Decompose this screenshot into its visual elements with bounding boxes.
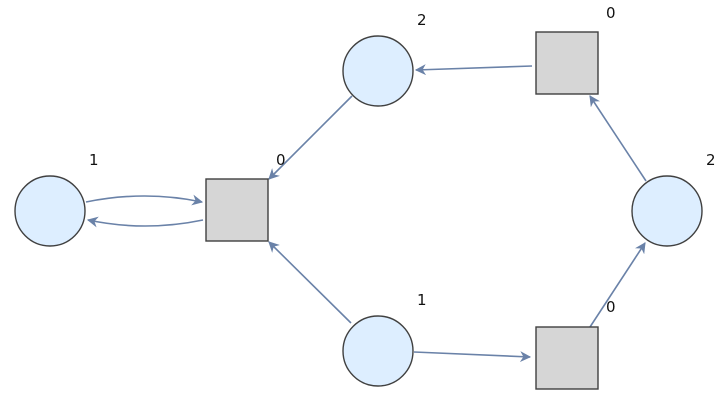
arc-top-right-transition-to-top-place (414, 64, 533, 76)
arc-right-place-to-top-right-transition (589, 95, 647, 182)
transition-top-right-label: 0 (606, 4, 616, 22)
transition-bottom-right-label: 0 (606, 298, 616, 316)
arc-bottom-place-to-bottom-right-transition (413, 351, 532, 363)
transition-bottom-right (535, 326, 599, 390)
arc-center-transition-to-left-place (86, 216, 204, 228)
place-top-label: 2 (417, 11, 427, 29)
transition-top-right (535, 31, 599, 95)
transition-center (205, 178, 269, 242)
arc-left-place-to-center-transition (85, 194, 204, 206)
place-bottom-label: 1 (417, 291, 427, 309)
arc-bottom-place-to-center-transition (268, 241, 352, 324)
arc-bottom-right-transition-to-right-place (589, 242, 646, 328)
place-right-label: 2 (706, 151, 716, 169)
place-top (342, 35, 414, 107)
place-right (631, 175, 703, 247)
place-left-label: 1 (89, 151, 99, 169)
arc-top-place-to-center-transition (268, 95, 353, 180)
transition-center-label: 0 (276, 151, 286, 169)
place-left (14, 175, 86, 247)
place-bottom (342, 315, 414, 387)
